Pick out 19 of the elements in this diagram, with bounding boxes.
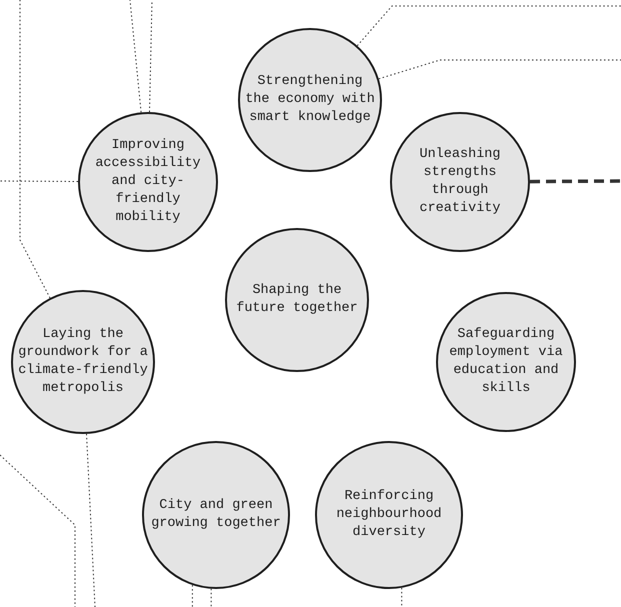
topic-text: City and green growing together bbox=[150, 497, 282, 533]
dotted-line bbox=[0, 180, 78, 182]
dotted-line bbox=[149, 0, 152, 112]
topic-text: Unleashing strengths through creativity bbox=[418, 146, 502, 218]
topic-text: Strengthening the economy with smart knowledge bbox=[244, 73, 376, 127]
dotted-line bbox=[210, 588, 212, 607]
dotted-line bbox=[378, 60, 621, 80]
dotted-line bbox=[130, 0, 142, 113]
topic-text: Reinforcing neighbourhood diversity bbox=[335, 488, 443, 542]
dotted-line bbox=[20, 0, 50, 298]
dashed-line bbox=[530, 179, 621, 184]
dotted-line bbox=[401, 587, 402, 607]
dotted-line bbox=[192, 584, 193, 607]
dotted-line bbox=[356, 6, 621, 46]
topic-text: Safeguarding employment via education and skills bbox=[448, 326, 564, 398]
dotted-line bbox=[86, 433, 96, 607]
topic-text: Shaping the future together bbox=[235, 282, 359, 318]
topic-text: Improving accessibility and city-friendly mobility bbox=[94, 137, 202, 227]
topic-text: Laying the groundwork for a climate-friendly metropolis bbox=[17, 326, 149, 398]
